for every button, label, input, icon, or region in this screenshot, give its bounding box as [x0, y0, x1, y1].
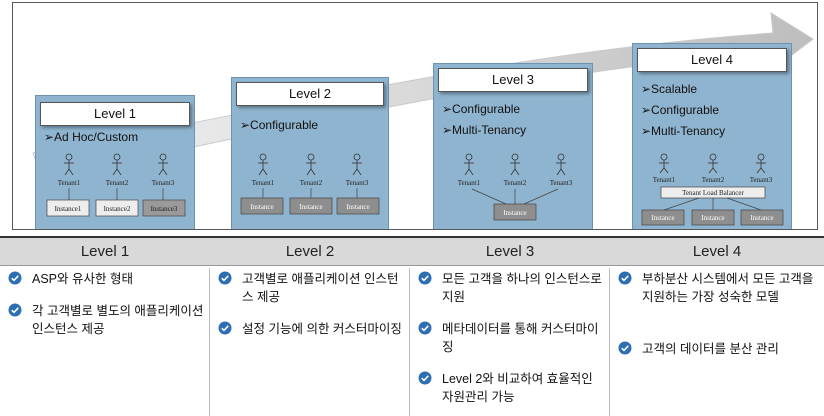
load-balancer-label: Tenant Load Balancer: [682, 189, 744, 197]
instance-label: Instance: [651, 214, 674, 222]
feature-text: ➢Multi-Tenancy: [641, 124, 726, 138]
stick-figure-icon: [464, 153, 474, 176]
architecture-diagram: Tenant1 Tenant2 Tenant3 Instance1 Instan…: [44, 152, 190, 228]
table-header: Level 1: [0, 236, 210, 266]
instance-box: [691, 209, 735, 226]
check-circle-icon: [218, 271, 232, 285]
tenant-label: Tenant1: [58, 179, 81, 187]
level-1-card: Level 1 ➢Ad Hoc/Custom Tenant1 Tenant2 T…: [35, 95, 195, 229]
list-item: 고객별로 애플리케이션 인스턴스 제공: [218, 270, 405, 306]
instance-box: [641, 209, 685, 226]
level-title: Level 3: [438, 68, 588, 92]
instance-box: [240, 197, 284, 215]
tenant-label: Tenant2: [300, 179, 323, 187]
architecture-diagram: Tenant1 Tenant2 Tenant3 Tenant Load Bala…: [639, 152, 787, 228]
list-item: Level 2와 비교하여 효율적인 자원관리 가능: [418, 370, 605, 406]
table-column: 고객별로 애플리케이션 인스턴스 제공 설정 기능에 의한 커스터마이징: [210, 268, 410, 416]
check-circle-icon: [418, 321, 432, 335]
instance-box: [336, 197, 380, 215]
check-circle-icon: [8, 303, 22, 317]
table-header: Level 4: [610, 236, 824, 266]
instance-label: Instance: [750, 214, 773, 222]
list-item: 메타데이터를 통해 커스터마이징: [418, 320, 605, 356]
architecture-diagram: Tenant1 Tenant2 Tenant3 Instance Instanc…: [238, 152, 384, 222]
instance-label: Instance: [346, 203, 369, 211]
stick-figure-icon: [258, 153, 268, 176]
instance-label: Instance: [701, 214, 724, 222]
feature-text: ➢Configurable: [641, 103, 720, 117]
tenant-label: Tenant1: [458, 179, 481, 187]
check-circle-icon: [618, 341, 632, 355]
tenant-label: Tenant3: [152, 179, 175, 187]
stick-figure-icon: [756, 153, 766, 174]
level-title: Level 4: [637, 48, 787, 72]
instance-label: Instance: [299, 203, 322, 211]
comparison-table: Level 1 Level 2 Level 3 Level 4 ASP와 유사한…: [0, 236, 824, 416]
tenant-label: Tenant3: [346, 179, 369, 187]
architecture-diagram: Tenant1 Tenant2 Tenant3 Instance: [442, 152, 588, 226]
level-title: Level 1: [40, 102, 190, 126]
stick-figure-icon: [556, 153, 566, 176]
stick-figure-icon: [306, 153, 316, 176]
instance-label: Instance1: [55, 205, 82, 213]
list-item: 각 고객별로 별도의 애플리케이션 인스턴스 제공: [8, 302, 205, 338]
stick-figure-icon: [64, 153, 74, 176]
list-item: ASP와 유사한 형태: [8, 270, 205, 288]
tenant-label: Tenant1: [653, 176, 676, 184]
table-header: Level 2: [210, 236, 410, 266]
feature-text: ➢Configurable: [240, 118, 319, 132]
instance-box: [95, 199, 139, 217]
list-item: 고객의 데이터를 분산 관리: [618, 340, 820, 358]
check-circle-icon: [418, 271, 432, 285]
feature-text: ➢Multi-Tenancy: [442, 123, 527, 137]
tenant-label: Tenant2: [702, 176, 725, 184]
tenant-label: Tenant1: [252, 179, 275, 187]
level-3-card: Level 3 ➢Configurable ➢Multi-Tenancy Ten…: [433, 63, 593, 229]
maturity-diagram: Level 1 ➢Ad Hoc/Custom Tenant1 Tenant2 T…: [12, 2, 818, 230]
stick-figure-icon: [112, 153, 122, 176]
feature-text: ➢Configurable: [442, 102, 521, 116]
level-4-card: Level 4 ➢Scalable ➢Configurable ➢Multi-T…: [632, 43, 792, 229]
table-column: 모든 고객을 하나의 인스턴스로 지원 메타데이터를 통해 커스터마이징 Lev…: [410, 268, 610, 416]
level-2-card: Level 2 ➢Configurable Tenant1 Tenant2 Te…: [231, 77, 389, 229]
level-title: Level 2: [236, 82, 384, 106]
instance-label: Instance: [250, 203, 273, 211]
stick-figure-icon: [659, 153, 669, 174]
list-item: 설정 기능에 의한 커스터마이징: [218, 320, 405, 338]
list-item: 부하분산 시스템에서 모든 고객을 지원하는 가장 성숙한 모델: [618, 270, 820, 306]
instance-box: [289, 197, 333, 215]
check-circle-icon: [218, 321, 232, 335]
feature-text: ➢Ad Hoc/Custom: [44, 130, 139, 144]
stick-figure-icon: [352, 153, 362, 176]
list-item: 모든 고객을 하나의 인스턴스로 지원: [418, 270, 605, 306]
instance-box: [493, 203, 537, 221]
check-circle-icon: [418, 371, 432, 385]
stick-figure-icon: [510, 153, 520, 176]
table-column: 부하분산 시스템에서 모든 고객을 지원하는 가장 성숙한 모델 고객의 데이터…: [610, 268, 824, 416]
stick-figure-icon: [158, 153, 168, 176]
instance-box: [46, 199, 90, 217]
instance-box: [740, 209, 784, 226]
stick-figure-icon: [708, 153, 718, 174]
instance-box: [142, 199, 186, 217]
tenant-label: Tenant3: [750, 176, 773, 184]
instance-label: Instance2: [104, 205, 131, 213]
instance-label: Instance3: [151, 205, 178, 213]
table-column: ASP와 유사한 형태 각 고객별로 별도의 애플리케이션 인스턴스 제공: [0, 268, 210, 416]
tenant-label: Tenant2: [106, 179, 129, 187]
table-header: Level 3: [410, 236, 610, 266]
feature-text: ➢Scalable: [641, 82, 698, 96]
tenant-label: Tenant2: [504, 179, 527, 187]
tenant-label: Tenant3: [550, 179, 573, 187]
check-circle-icon: [8, 271, 22, 285]
check-circle-icon: [618, 271, 632, 285]
instance-label: Instance: [503, 209, 526, 217]
